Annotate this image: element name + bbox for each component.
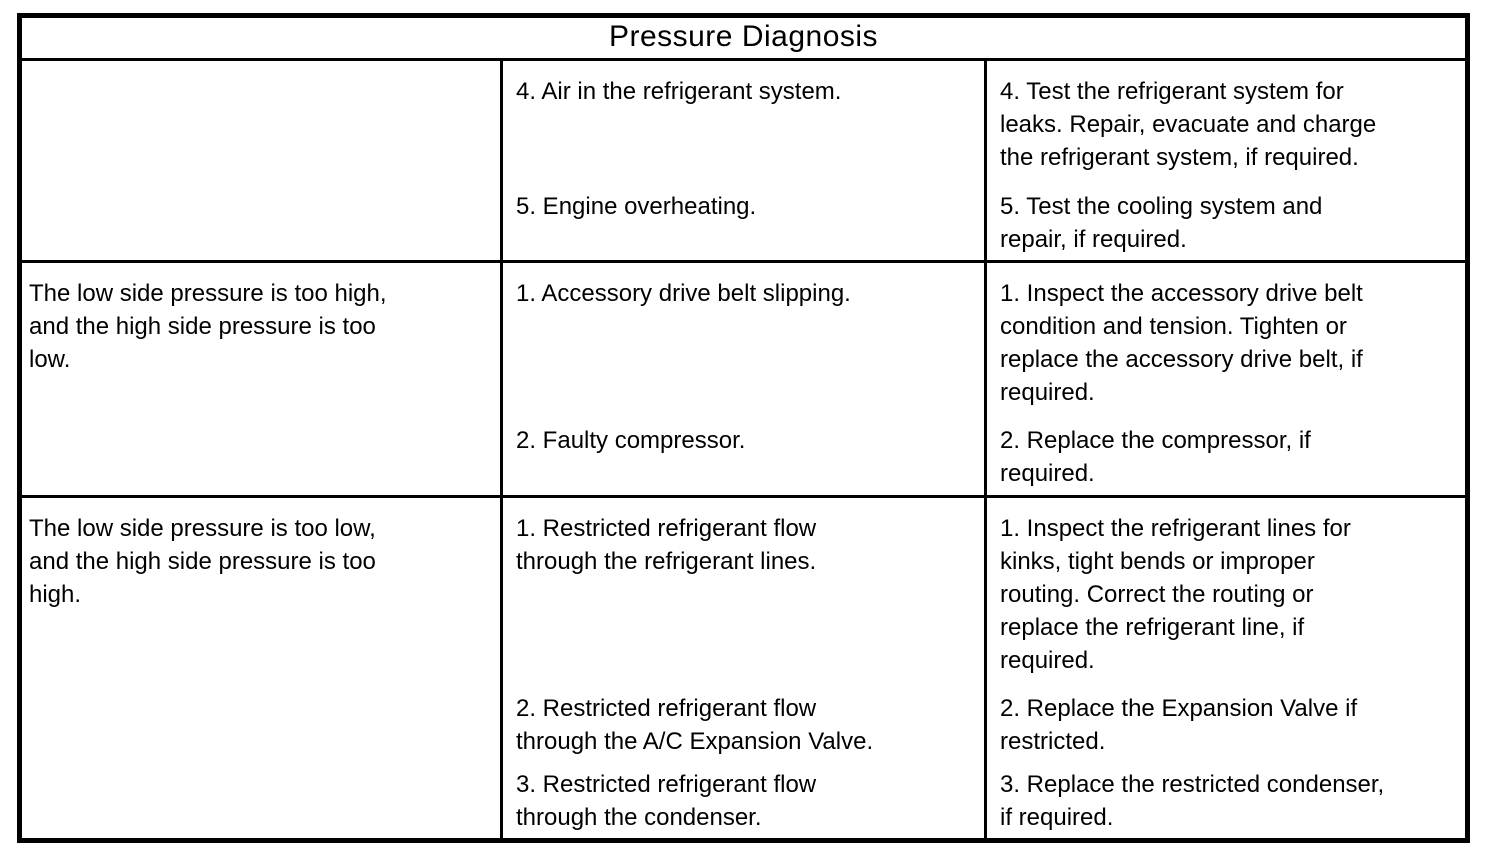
- condition-cell: The low side pressure is too high, and t…: [18, 259, 503, 498]
- cause-cell: 2. Restricted refrigerant flow through t…: [500, 684, 987, 762]
- cause-text: 5. Engine overheating.: [516, 192, 757, 220]
- condition-text: The low side pressure is too high, and t…: [29, 279, 387, 373]
- cause-cell: 1. Accessory drive belt slipping.: [500, 259, 987, 418]
- table-row: The low side pressure is too high, and t…: [18, 259, 1469, 498]
- table-row: 3. Restricted refrigerant flow through t…: [20, 760, 1469, 842]
- correction-cell: 1. Inspect the accessory drive belt cond…: [984, 259, 1469, 418]
- correction-cell: 3. Replace the restricted condenser, if …: [984, 760, 1469, 842]
- table-title-row: Pressure Diagnosis: [18, 14, 1469, 61]
- correction-text: 2. Replace the compressor, if required.: [1000, 427, 1311, 487]
- table-title: Pressure Diagnosis: [18, 14, 1469, 61]
- cause-text: 3. Restricted refrigerant flow through t…: [516, 771, 817, 831]
- cause-text: 1. Restricted refrigerant flow through t…: [516, 514, 817, 575]
- cause-text: 2. Restricted refrigerant flow through t…: [516, 695, 874, 755]
- correction-text: 5. Test the cooling system and repair, i…: [1000, 192, 1323, 253]
- condition-cell: The low side pressure is too low, and th…: [18, 494, 503, 842]
- correction-text: 1. Inspect the accessory drive belt cond…: [1000, 279, 1363, 406]
- cause-cell: 4. Air in the refrigerant system.: [500, 58, 987, 184]
- cause-cell: 5. Engine overheating.: [500, 182, 987, 263]
- table-row: The low side pressure is too low, and th…: [18, 494, 1469, 842]
- condition-text: The low side pressure is too low, and th…: [29, 514, 376, 608]
- table-row: 2. Restricted refrigerant flow through t…: [20, 684, 1469, 762]
- table-row: 5. Engine overheating. 5. Test the cooli…: [20, 182, 1469, 263]
- correction-text: 3. Replace the restricted condenser, if …: [1000, 771, 1385, 831]
- correction-cell: 2. Replace the Expansion Valve if restri…: [984, 684, 1469, 762]
- correction-text: 2. Replace the Expansion Valve if restri…: [1000, 695, 1358, 755]
- table-row: 2. Faulty compressor. 2. Replace the com…: [20, 416, 1469, 498]
- correction-cell: 4. Test the refrigerant system for leaks…: [984, 58, 1469, 184]
- correction-text: 1. Inspect the refrigerant lines for kin…: [1000, 514, 1351, 674]
- correction-cell: 5. Test the cooling system and repair, i…: [984, 182, 1469, 263]
- condition-cell: [18, 58, 503, 263]
- table-row: 4. Air in the refrigerant system. 4. Tes…: [18, 58, 1469, 263]
- correction-cell: 1. Inspect the refrigerant lines for kin…: [984, 494, 1469, 686]
- cause-cell: 1. Restricted refrigerant flow through t…: [500, 494, 987, 686]
- correction-cell: 2. Replace the compressor, if required.: [984, 416, 1469, 498]
- correction-text: 4. Test the refrigerant system for leaks…: [1000, 78, 1377, 171]
- cause-text: 4. Air in the refrigerant system.: [516, 78, 842, 105]
- cause-cell: 3. Restricted refrigerant flow through t…: [500, 760, 987, 842]
- cause-text: 1. Accessory drive belt slipping.: [516, 279, 851, 307]
- table-title-text: Pressure Diagnosis: [608, 20, 879, 53]
- cause-text: 2. Faulty compressor.: [516, 427, 746, 454]
- cause-cell: 2. Faulty compressor.: [500, 416, 987, 498]
- pressure-diagnosis-table: Pressure Diagnosis 4. Air in the refrige…: [17, 13, 1470, 843]
